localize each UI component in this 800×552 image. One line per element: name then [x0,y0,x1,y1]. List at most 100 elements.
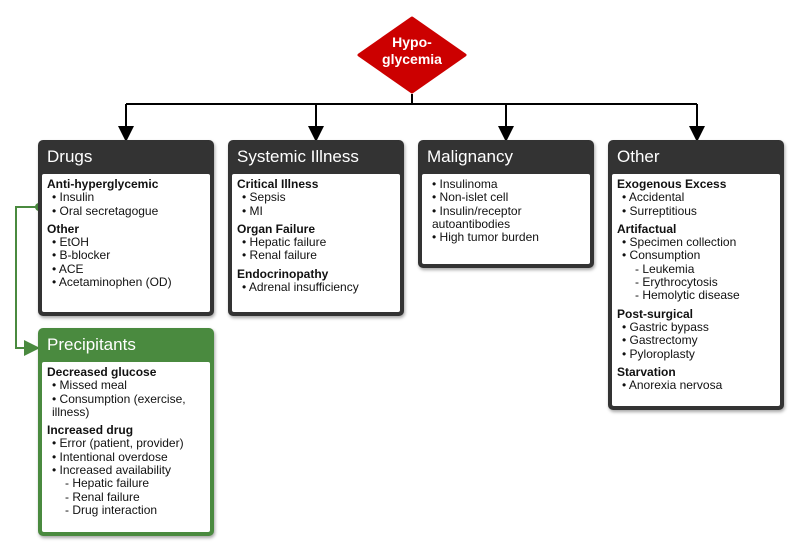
list-item: • Insulin/receptor autoantibodies [427,203,585,232]
sub-item: - Renal failure [47,489,205,504]
bullet: • [52,463,60,478]
dash: - [65,489,73,504]
dash: - [635,261,643,276]
section-title: Decreased glucose [47,365,157,379]
item-text: Gastrectomy [629,333,698,348]
bullet: • [52,190,60,205]
item-text: Non-islet cell [439,190,509,205]
list-item: • Adrenal insufficiency [237,280,395,295]
item-text: Gastric bypass [629,319,709,334]
bullet: • [52,378,60,393]
item-text: Insulin/receptor autoantibodies [432,203,522,231]
section: • Insulinoma• Non-islet cell• Insulin/re… [427,177,585,244]
sub-item: - Hemolytic disease [617,289,775,302]
list-item: • Surreptitious [617,204,775,218]
box-body: • Insulinoma• Non-islet cell• Insulin/re… [422,174,590,264]
list-item: • ACE [47,262,205,276]
section-title: Other [47,221,80,236]
bullet: • [622,346,630,361]
list-item: • Accidental [617,191,775,204]
section-title: Artifactual [617,221,677,236]
item-text: Acetaminophen (OD) [58,275,172,290]
root-label: Hypo-glycemia [357,34,467,68]
item-text: Error (patient, provider) [59,436,184,451]
list-item: • EtOH [47,236,205,249]
item-text: Insulin [59,190,95,205]
item-text: EtOH [59,235,89,250]
item-text: Accidental [628,190,685,205]
section-title: Exogenous Excess [617,177,727,191]
box-body: Critical Illness• Sepsis• MI Organ Failur… [232,174,400,312]
list-item: • Consumption (exercise, illness) [47,391,205,420]
list-item: • Anorexia nervosa [617,379,775,392]
list-item: • Gastric bypass [617,319,775,334]
sub-item: - Hepatic failure [47,477,205,490]
dash: - [635,275,643,290]
section: Starvation• Anorexia nervosa [617,364,775,393]
list-item: • High tumor burden [427,231,585,244]
bullet: • [432,230,440,245]
list-item: • Error (patient, provider) [47,437,205,450]
list-item: • Specimen collection [617,236,775,249]
box-title: Drugs [47,147,93,166]
list-item: • Renal failure [237,249,395,262]
section: Critical Illness• Sepsis• MI [237,177,395,218]
box-title: Malignancy [427,147,513,166]
list-item: • Insulin [47,191,205,204]
category-malignancy: Malignancy• Insulinoma• Non-islet cell• … [418,140,594,268]
bullet: • [622,248,630,263]
section-title: Starvation [617,364,676,379]
list-item: • Gastrectomy [617,334,775,347]
box-body: Decreased glucose• Missed meal• Consumpt… [42,362,210,532]
list-item: • B-blocker [47,249,205,262]
list-item: • Sepsis [237,191,395,204]
section: Artifactual• Specimen collection• Consum… [617,221,775,303]
bullet: • [622,319,630,334]
section-title: Post-surgical [617,306,694,321]
bullet: • [242,190,250,205]
root-label-line1: Hypo- [392,34,432,50]
item-text: Specimen collection [629,235,737,250]
item-text: Consumption (exercise, illness) [52,391,186,419]
sub-item-text: Erythrocytosis [642,275,718,290]
bullet: • [242,203,250,218]
section-title: Organ Failure [237,221,316,236]
bullet: • [52,436,60,451]
item-text: High tumor burden [439,230,539,245]
item-text: Intentional overdose [59,449,168,464]
box-title: Other [617,147,660,166]
box-body: Exogenous Excess• Accidental• Surreptiti… [612,174,780,406]
box-body: Anti-hyperglycemic• Insulin• Oral secret… [42,174,210,312]
item-text: Renal failure [249,248,317,263]
sub-item-text: Leukemia [642,261,695,276]
bullet: • [242,248,250,263]
item-text: Sepsis [249,190,286,205]
bullet: • [52,391,60,406]
root-label-line2: glycemia [382,51,442,67]
list-item: • Pyloroplasty [617,346,775,361]
box-title: Systemic Illness [237,147,359,166]
bullet: • [52,235,60,250]
bullet: • [432,177,440,191]
list-item: • Insulinoma [427,177,585,191]
list-item: • Consumption [617,249,775,262]
item-text: Insulinoma [439,177,498,191]
list-item: • Missed meal [47,379,205,392]
item-text: Adrenal insufficiency [248,280,359,295]
section-title: Endocrinopathy [237,266,329,281]
section-title: Critical Illness [237,177,319,191]
item-text: Oral secretagogue [59,203,159,218]
bullet: • [52,449,60,464]
list-item: • Hepatic failure [237,236,395,249]
section: Increased drug• Error (patient, provider… [47,423,205,517]
section: Decreased glucose• Missed meal• Consumpt… [47,365,205,420]
bullet: • [52,275,59,290]
list-item: • Increased availability [47,463,205,478]
bullet: • [242,235,250,250]
list-item: • Oral secretagogue [47,203,205,218]
bullet: • [432,203,440,218]
